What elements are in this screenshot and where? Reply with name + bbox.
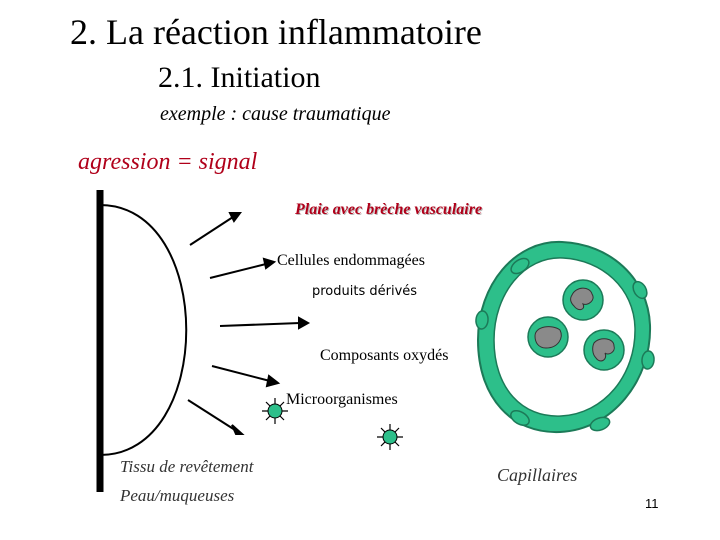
arrow-cellules (209, 263, 267, 279)
arrow-head (298, 316, 311, 330)
capillaries-label: Capillaires (497, 465, 578, 485)
capillary-cell-icon (475, 257, 655, 432)
blood-cell (562, 279, 604, 321)
example-caption: exemple : cause traumatique (160, 103, 391, 125)
microorganism-icon (377, 424, 403, 450)
arrow-head (265, 374, 281, 388)
label-produits: produits dérivés (312, 284, 418, 299)
arrow-produits (219, 322, 301, 327)
nucleus (570, 287, 594, 311)
blood-cell (583, 329, 625, 371)
signal-arrows (187, 212, 311, 435)
arrow-head (228, 212, 242, 223)
label-plaie: Plaie avec brèche vasculaire (295, 201, 483, 218)
label-micro: Microorganismes (286, 391, 398, 408)
label-cellules: Cellules endommagées (277, 252, 425, 269)
page-number: 11 (645, 496, 659, 511)
section-subtitle: 2.1. Initiation (158, 61, 321, 94)
arrow-plaie (189, 216, 234, 246)
page-title: 2. La réaction inflammatoire (70, 12, 482, 52)
agression-signal-heading: agression = signal (78, 149, 258, 175)
wound-curve (99, 204, 188, 456)
capillary-cross-section (475, 240, 655, 434)
microorganism-icon (262, 398, 288, 424)
arrow-oxydes (211, 365, 271, 382)
blood-cell (527, 316, 569, 358)
nucleus (592, 338, 615, 362)
tissue-label-line1: Tissu de revêtement (120, 457, 254, 476)
tissue-label-line2: Peau/muqueuses (120, 486, 235, 505)
label-oxydes: Composants oxydés (320, 347, 449, 364)
arrow-micro (187, 399, 236, 431)
arrow-head (231, 424, 245, 435)
nucleus (534, 326, 562, 349)
arrow-head (262, 257, 277, 270)
